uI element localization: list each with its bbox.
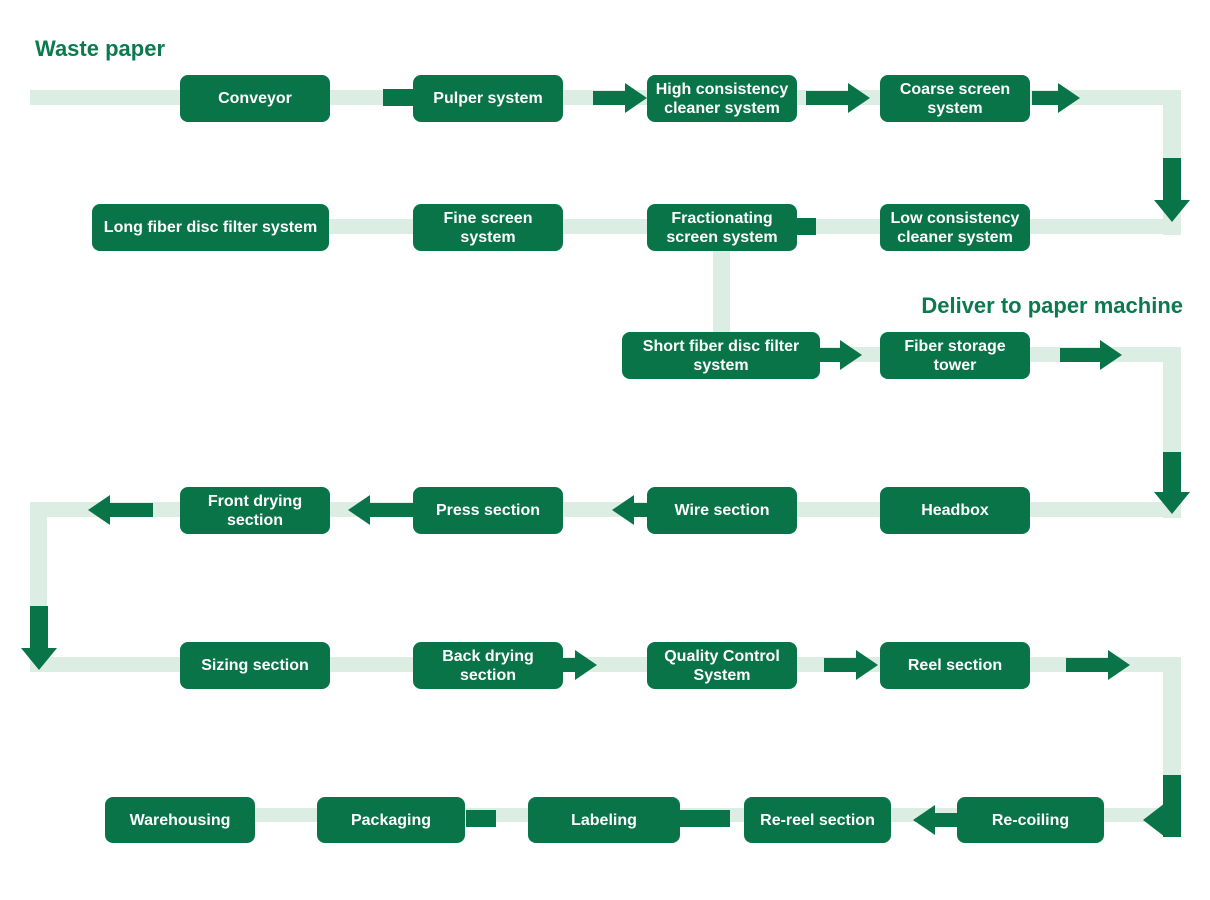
- node-label: Press section: [435, 502, 541, 519]
- node-label: Reel section: [907, 657, 1003, 674]
- node-quality-control-system: Quality Control System: [647, 642, 797, 689]
- node-label: Fine screen system: [443, 209, 533, 246]
- node-back-drying-section: Back drying section: [413, 642, 563, 689]
- node-fractionating-screen-system: Fractionating screen system: [647, 204, 797, 251]
- arrow-qcs-to-reel: [824, 650, 878, 680]
- arrow-down-row3-row4: [1154, 452, 1190, 514]
- node-re-reel-section: Re-reel section: [744, 797, 891, 843]
- node-label: Back drying section: [442, 647, 534, 684]
- node-high-consistency-cleaner-system: High consistency cleaner system: [647, 75, 797, 122]
- node-sizing-section: Sizing section: [180, 642, 330, 689]
- node-label: Pulper system: [433, 90, 543, 107]
- node-label: Low consistency cleaner system: [890, 209, 1020, 246]
- arrow-pulper-to-highconsistency: [593, 83, 647, 113]
- node-label: High consistency cleaner system: [655, 80, 789, 117]
- node-label: Fractionating screen system: [666, 209, 778, 246]
- elbow-right-bottom: [1163, 775, 1181, 837]
- node-headbox: Headbox: [880, 487, 1030, 534]
- node-packaging: Packaging: [317, 797, 465, 843]
- arrow-shortfiber-to-fibertower: [820, 340, 862, 370]
- node-label: Warehousing: [129, 811, 231, 829]
- node-press-section: Press section: [413, 487, 563, 534]
- node-label: Sizing section: [201, 657, 309, 674]
- node-label: Short fiber disc filter system: [642, 337, 800, 374]
- arrow-down-row1-row2: [1154, 158, 1190, 222]
- node-label: Fiber storage tower: [904, 337, 1006, 374]
- node-label: Conveyor: [218, 90, 292, 107]
- connector-lowconsistency-fractionating: [792, 218, 816, 235]
- node-fine-screen-system: Fine screen system: [413, 204, 563, 251]
- node-coarse-screen-system: Coarse screen system: [880, 75, 1030, 122]
- node-label: Re-reel section: [760, 811, 875, 829]
- node-label: Packaging: [350, 811, 432, 829]
- arrow-after-fibertower: [1060, 340, 1122, 370]
- node-warehousing: Warehousing: [105, 797, 255, 843]
- node-label: Headbox: [921, 502, 989, 519]
- arrow-highconsistency-to-coarse: [806, 83, 870, 113]
- arrow-recoiling-to-rereel: [913, 805, 957, 835]
- node-label: Coarse screen system: [899, 80, 1011, 117]
- node-pulper-system: Pulper system: [413, 75, 563, 122]
- waste-paper-title: Waste paper: [35, 36, 166, 61]
- pipe-vertical-fractionating: [713, 250, 730, 340]
- node-front-drying-section: Front drying section: [180, 487, 330, 534]
- node-long-fiber-disc-filter-system: Long fiber disc filter system: [92, 204, 329, 251]
- arrow-elbow-to-recoiling: [1143, 803, 1165, 837]
- node-label: Wire section: [674, 502, 770, 519]
- node-reel-section: Reel section: [880, 642, 1030, 689]
- arrow-press-to-frontdrying: [348, 495, 413, 525]
- pipe-vertical-right-3: [1163, 657, 1181, 782]
- node-label: Quality Control System: [664, 647, 780, 684]
- arrow-after-reel: [1066, 650, 1130, 680]
- deliver-to-paper-machine-title: Deliver to paper machine: [921, 293, 1183, 318]
- node-label: Front drying section: [207, 492, 303, 529]
- node-labeling: Labeling: [528, 797, 680, 843]
- arrow-backdrying-to-qcs: [562, 650, 597, 680]
- connector-labeling-packaging: [466, 810, 496, 827]
- node-label: Labeling: [571, 811, 637, 829]
- node-fiber-storage-tower: Fiber storage tower: [880, 332, 1030, 379]
- node-wire-section: Wire section: [647, 487, 797, 534]
- arrow-frontdrying-to-corner: [88, 495, 153, 525]
- node-conveyor: Conveyor: [180, 75, 330, 122]
- connector-rereel-labeling: [676, 810, 730, 827]
- node-re-coiling: Re-coiling: [957, 797, 1104, 843]
- arrow-after-coarse: [1032, 83, 1080, 113]
- node-low-consistency-cleaner-system: Low consistency cleaner system: [880, 204, 1030, 251]
- node-label: Re-coiling: [991, 811, 1070, 829]
- node-short-fiber-disc-filter-system: Short fiber disc filter system: [622, 332, 820, 379]
- node-label: Long fiber disc filter system: [103, 219, 318, 236]
- arrow-down-row4-row5: [21, 606, 57, 670]
- connector-conveyor-pulper: [383, 89, 413, 106]
- arrow-wire-to-press: [612, 495, 648, 525]
